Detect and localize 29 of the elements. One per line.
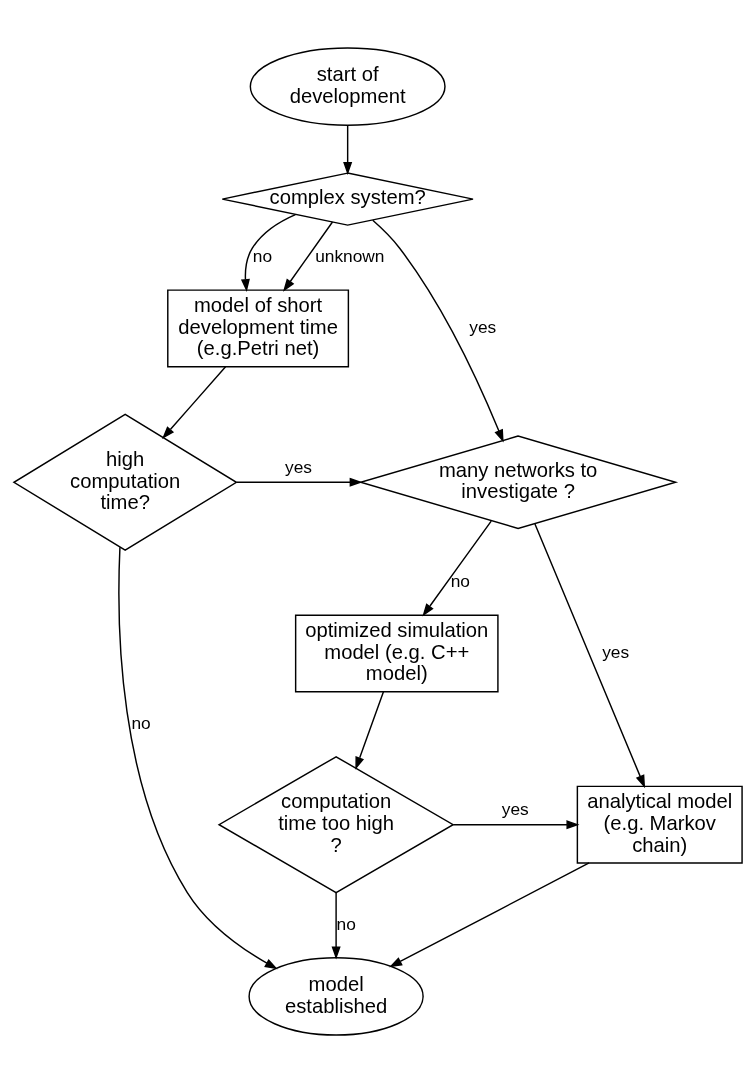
edge-label: unknown (315, 245, 385, 266)
arrow (240, 213, 297, 292)
arrow (355, 690, 385, 770)
arrow (372, 219, 504, 442)
arrow (534, 522, 646, 788)
node-box: optimized simulation model (e.g. C++ model) (294, 613, 499, 692)
arrow (343, 124, 353, 175)
arrow (283, 220, 334, 292)
node-box: analytical model (e.g. Markov chain) (576, 785, 743, 864)
arrow (118, 545, 278, 969)
edge-label: no (252, 245, 273, 266)
edge-label: yes (285, 456, 313, 477)
node-ellipse: start of development (249, 46, 446, 126)
arrow (422, 519, 492, 617)
arrow (162, 365, 227, 439)
edge-label: no (131, 712, 151, 733)
edge-label: yes (602, 641, 630, 662)
node-diamond: many networks to investigate ? (358, 434, 679, 529)
edge-label: no (450, 570, 470, 591)
arrow (452, 819, 580, 829)
arrow (331, 891, 341, 960)
edge-label: yes (501, 798, 529, 819)
arrow (236, 477, 363, 487)
arrow (389, 861, 590, 967)
node-diamond: high computation time? (12, 413, 238, 551)
edge-label: yes (469, 316, 497, 337)
node-diamond: complex system? (221, 171, 474, 226)
edge-label: no (336, 913, 356, 934)
node-box: model of short development time (e.g.Petri net) (167, 288, 350, 367)
